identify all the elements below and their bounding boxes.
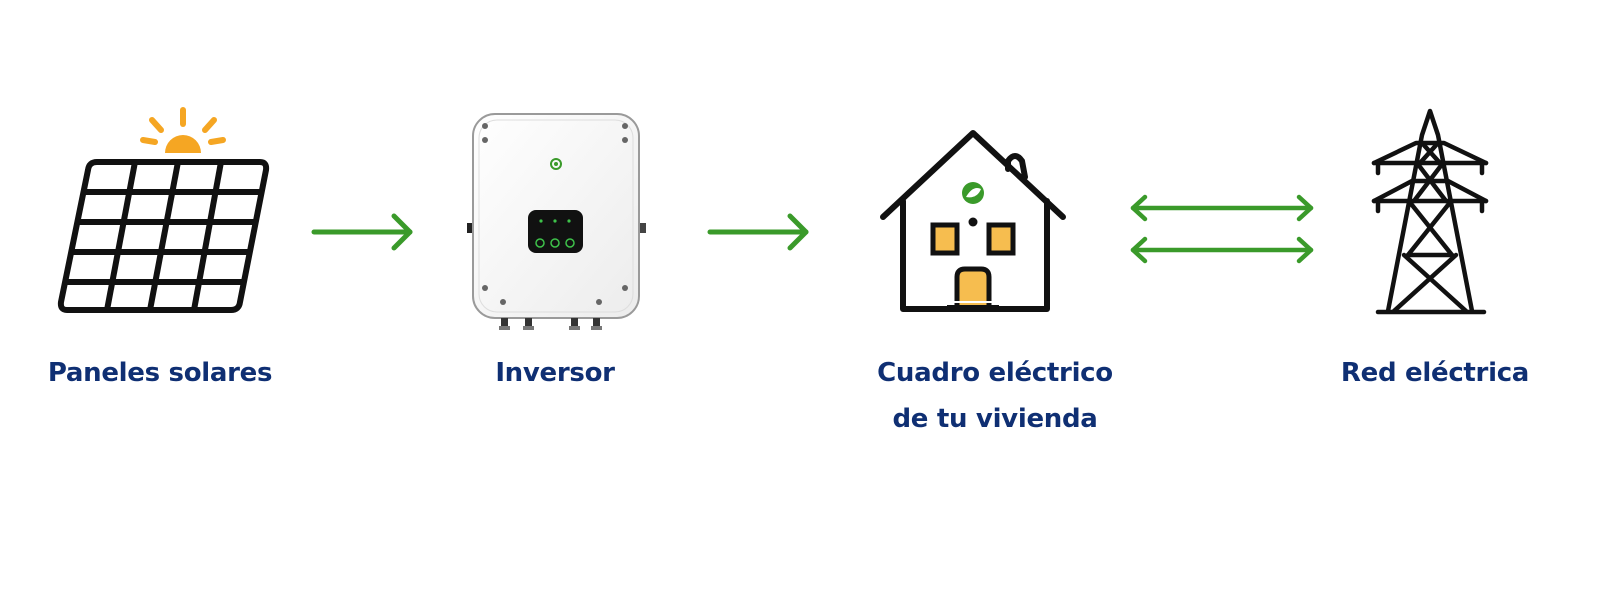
node-label-grid-line-1: Red eléctrica — [1340, 358, 1530, 388]
node-label-house-line-1: Cuadro eléctrico — [877, 358, 1113, 388]
node-label-solar-line-1: Paneles solares — [47, 358, 273, 388]
node-label-inverter: Inversor — [440, 350, 670, 396]
node-label-house: Cuadro eléctrico de tu vivienda — [820, 350, 1170, 442]
solar-panel-icon — [57, 107, 270, 313]
node-label-solar: Paneles solares — [20, 350, 300, 396]
arrow-house-grid-bidirectional — [1130, 194, 1314, 264]
power-tower-icon — [1371, 108, 1489, 315]
node-label-grid: Red eléctrica — [1300, 350, 1570, 396]
node-label-inverter-line-1: Inversor — [495, 358, 615, 388]
node-label-house-line-2: de tu vivienda — [892, 404, 1098, 434]
house-icon — [880, 130, 1066, 312]
inverter-icon — [467, 113, 646, 330]
arrow-inverter-to-house — [707, 213, 809, 251]
arrow-solar-to-inverter — [311, 213, 413, 251]
